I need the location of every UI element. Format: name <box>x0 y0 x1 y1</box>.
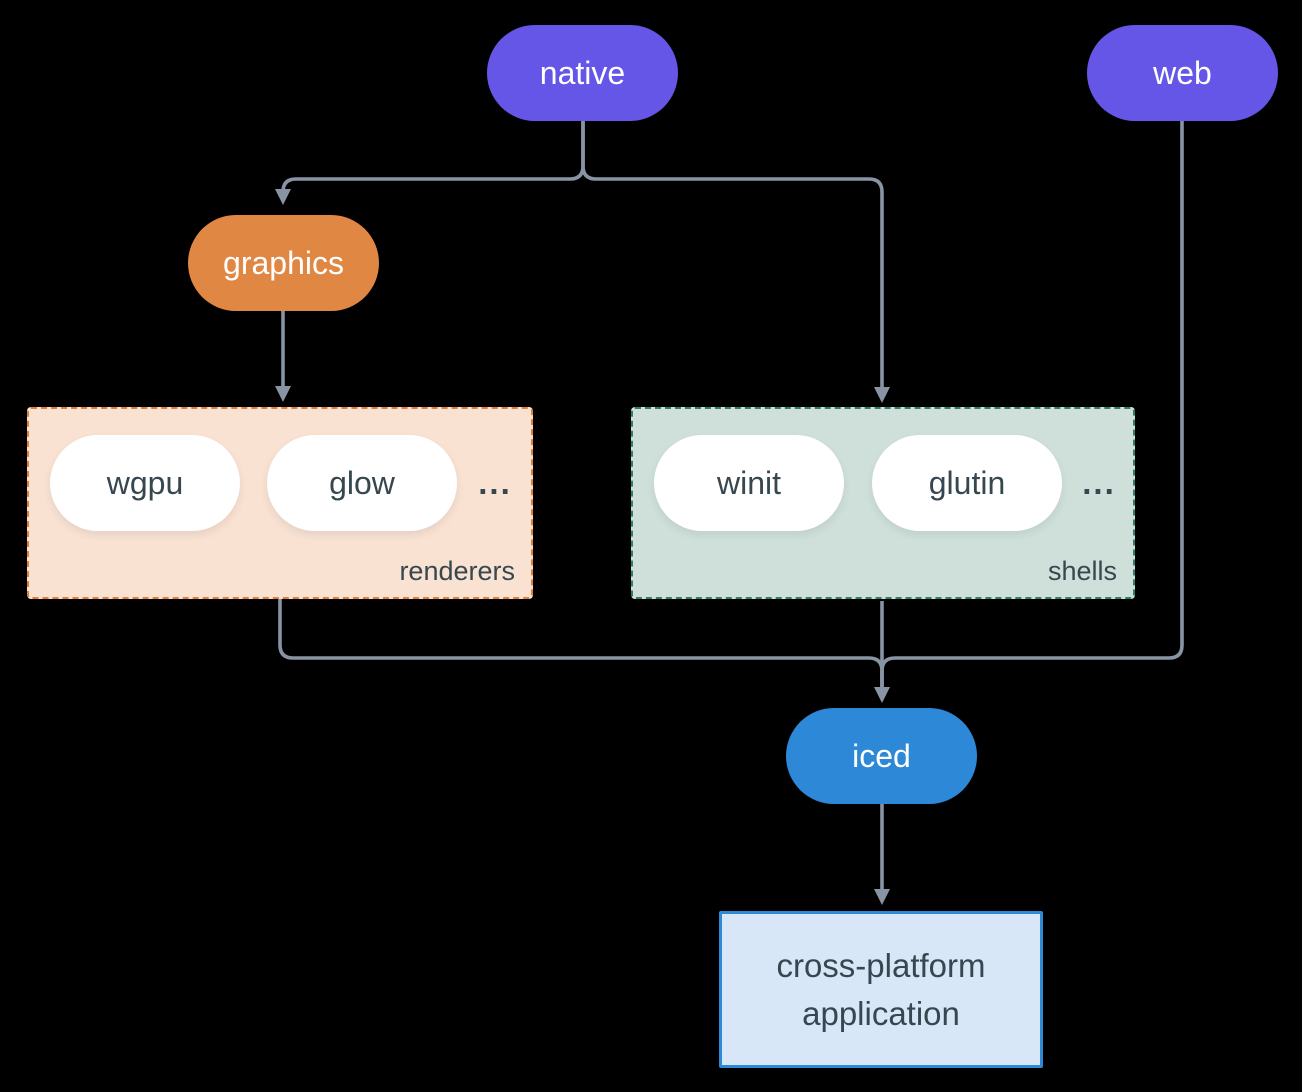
renderers-label: renderers <box>399 556 515 586</box>
edge-web-iced <box>880 121 1184 688</box>
node-glow: glow <box>267 435 457 531</box>
node-cross-platform-application: cross-platform application <box>719 911 1043 1068</box>
node-iced: iced <box>786 708 977 804</box>
node-winit: winit <box>654 435 844 531</box>
shells-ellipsis: ... <box>1082 464 1116 501</box>
edge-native-graphics <box>281 121 585 193</box>
node-wgpu: wgpu <box>50 435 240 531</box>
group-renderers: wgpu glow ... renderers <box>27 407 533 599</box>
app-label-line1: cross-platform <box>776 946 986 984</box>
arrowhead-app <box>874 889 890 905</box>
edge-renderers-iced <box>278 599 884 688</box>
arrowhead-renderers <box>275 386 291 402</box>
node-web: web <box>1087 25 1278 121</box>
arrowhead-iced <box>874 687 890 703</box>
renderers-ellipsis: ... <box>478 464 512 501</box>
edge-native-shells <box>581 121 884 388</box>
shells-label: shells <box>1047 556 1117 586</box>
app-label-line2: application <box>802 994 960 1032</box>
arrowhead-shells <box>874 387 890 403</box>
node-glutin: glutin <box>872 435 1062 531</box>
group-shells: winit glutin ... shells <box>631 407 1135 599</box>
arrowhead-graphics <box>275 189 291 205</box>
node-graphics: graphics <box>188 215 379 311</box>
node-native: native <box>487 25 678 121</box>
